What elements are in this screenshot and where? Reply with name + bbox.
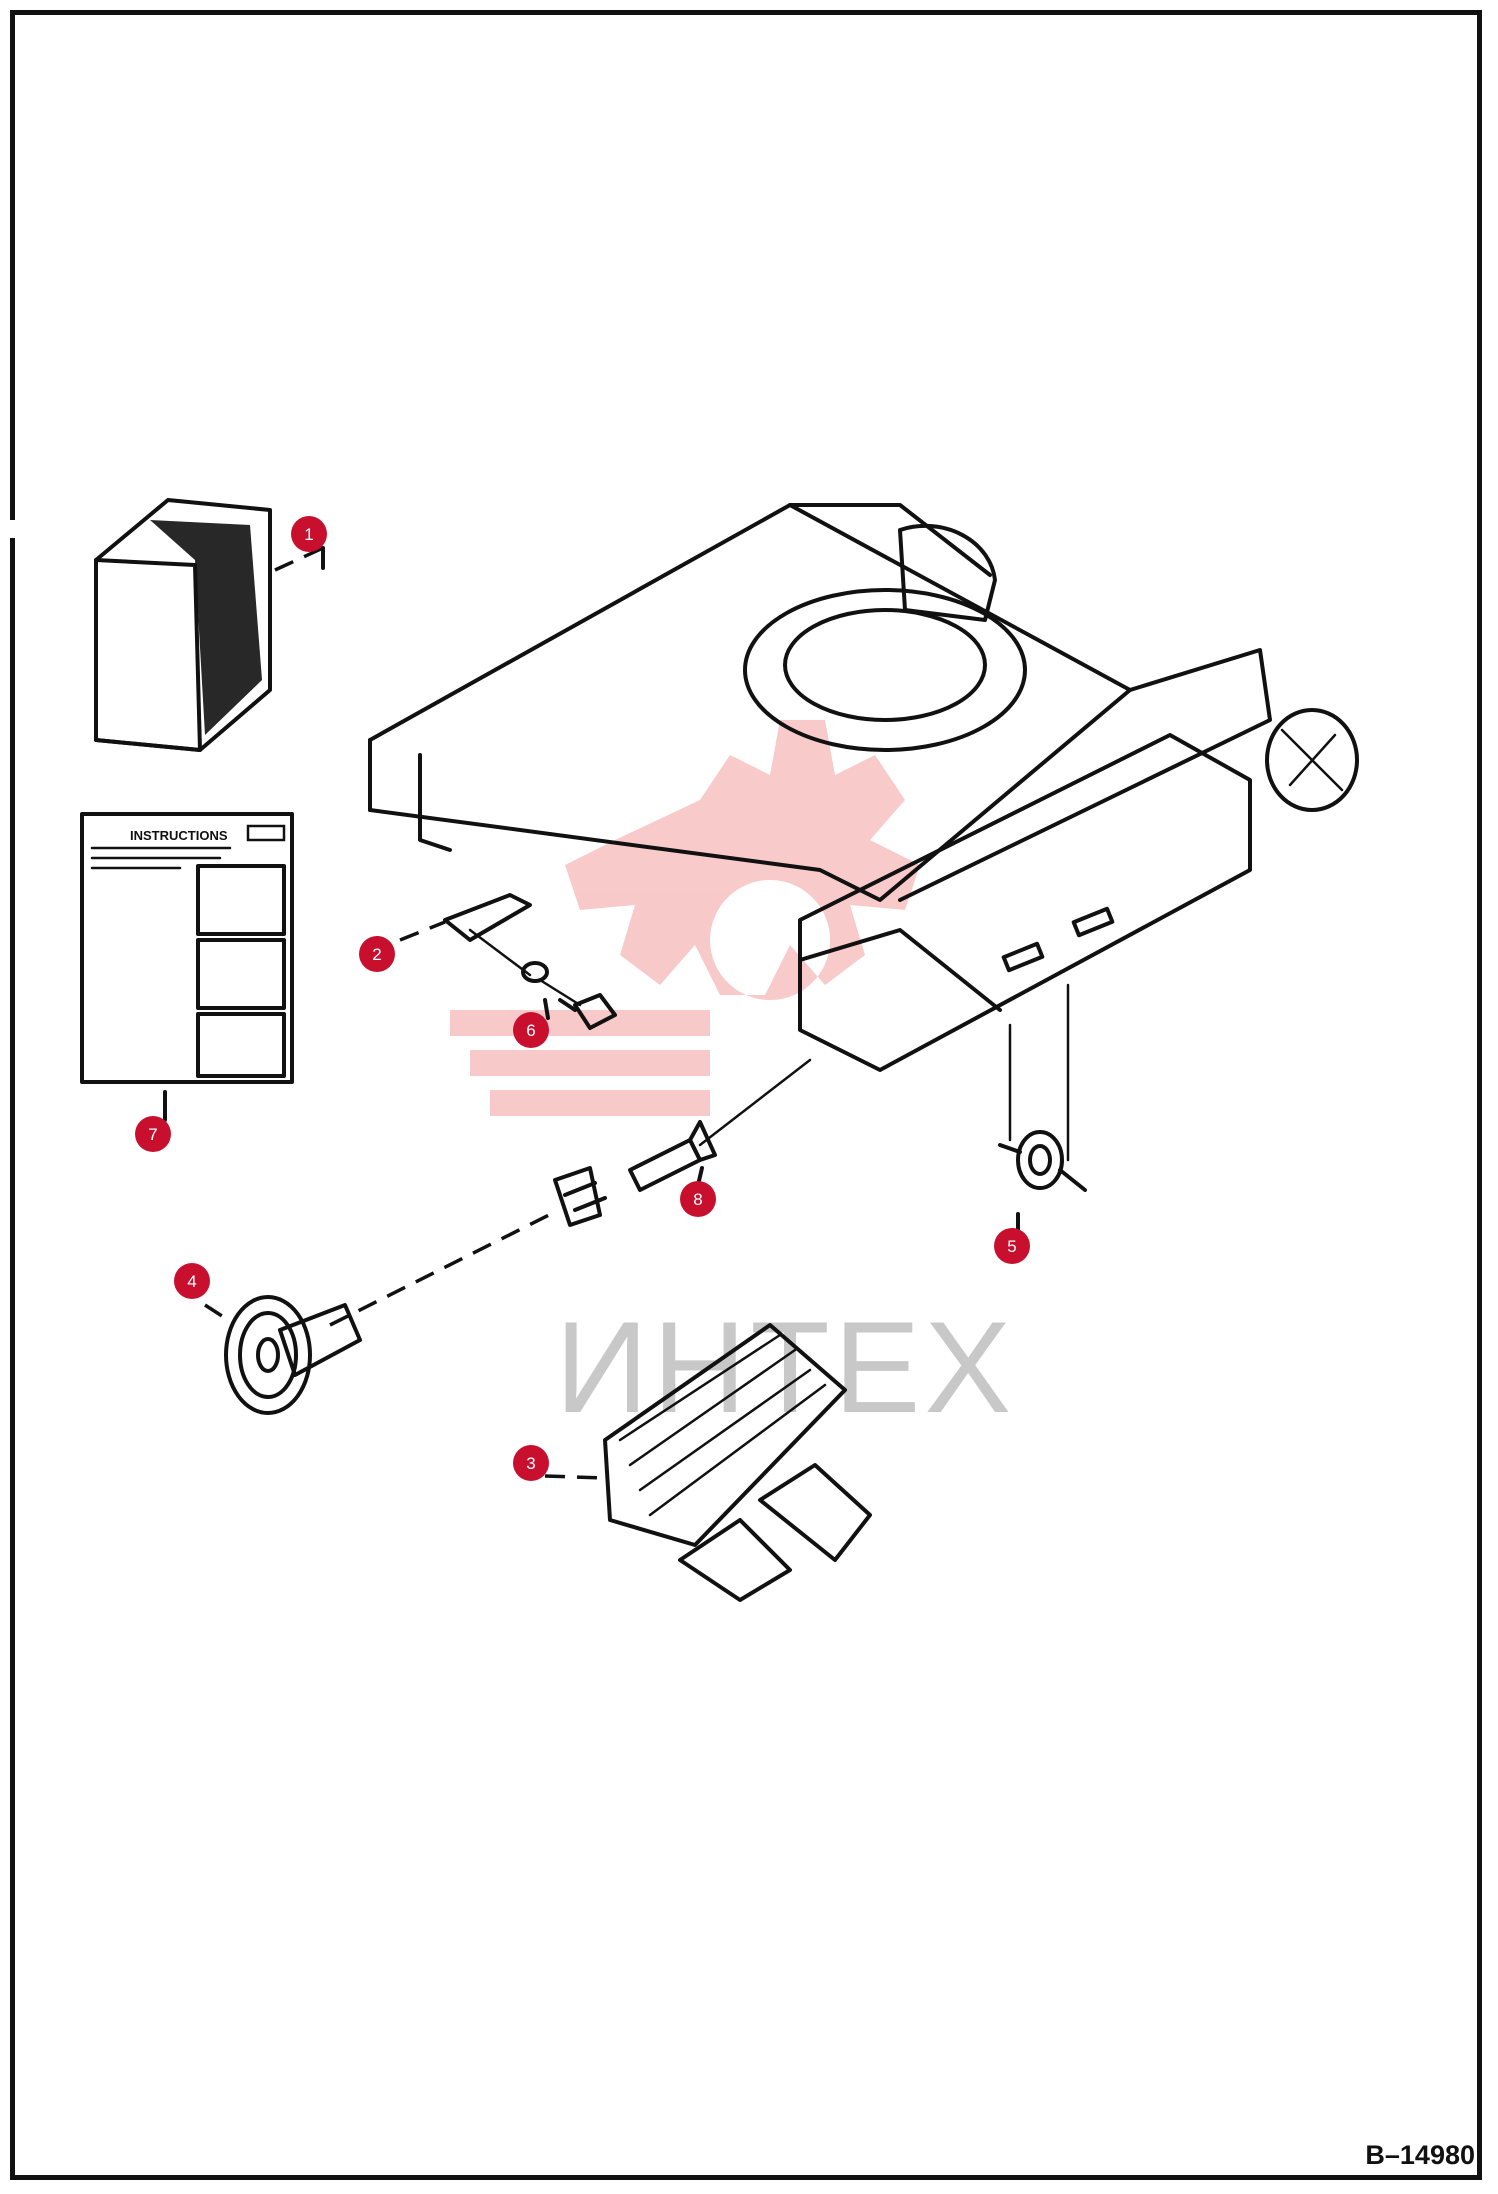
callout-markers: 1 2 3 4 5 6 7 8	[135, 516, 1030, 1481]
callout-number: 3	[526, 1454, 535, 1473]
callout-number: 4	[187, 1272, 196, 1291]
callout-4[interactable]: 4	[174, 1263, 210, 1299]
instruction-sheet-title: INSTRUCTIONS	[130, 828, 228, 843]
callout-number: 2	[372, 945, 381, 964]
callout-circle	[994, 1228, 1030, 1264]
callout-6[interactable]: 6	[513, 1012, 549, 1048]
callout-circle	[513, 1012, 549, 1048]
callout-1[interactable]: 1	[291, 516, 327, 552]
callout-number: 7	[148, 1125, 157, 1144]
callout-number: 8	[693, 1190, 702, 1209]
part-8-track-adjuster	[553, 1120, 717, 1227]
leader-lines	[163, 546, 1070, 1480]
figure-reference: B–14980	[1365, 2140, 1475, 2170]
part-3-track	[603, 1323, 872, 1602]
part-5-track-roller	[998, 1130, 1087, 1192]
callout-number: 6	[526, 1021, 535, 1040]
callout-3[interactable]: 3	[513, 1445, 549, 1481]
diagram-frame	[10, 10, 1482, 2180]
part-2-plate	[443, 893, 532, 942]
watermark-stripe	[470, 1050, 710, 1076]
callout-2[interactable]: 2	[359, 936, 395, 972]
part-1-box	[0, 498, 272, 752]
part-6-bolt	[521, 961, 617, 1030]
callout-8[interactable]: 8	[680, 1181, 716, 1217]
callout-circle	[174, 1263, 210, 1299]
callout-number: 1	[304, 525, 313, 544]
part-4-front-idler	[224, 1295, 362, 1415]
part-7-instruction-sheet: INSTRUCTIONS	[80, 812, 294, 1084]
callout-7[interactable]: 7	[135, 1116, 171, 1152]
callout-circle	[513, 1445, 549, 1481]
callout-number: 5	[1007, 1237, 1016, 1256]
watermark-stripe	[490, 1090, 710, 1116]
callout-circle	[359, 936, 395, 972]
callout-5[interactable]: 5	[994, 1228, 1030, 1264]
callout-circle	[680, 1181, 716, 1217]
callout-circle	[291, 516, 327, 552]
watermark-text: ИНТЕХ	[555, 1294, 1015, 1440]
callout-circle	[135, 1116, 171, 1152]
undercarriage-frame	[368, 503, 1359, 1072]
